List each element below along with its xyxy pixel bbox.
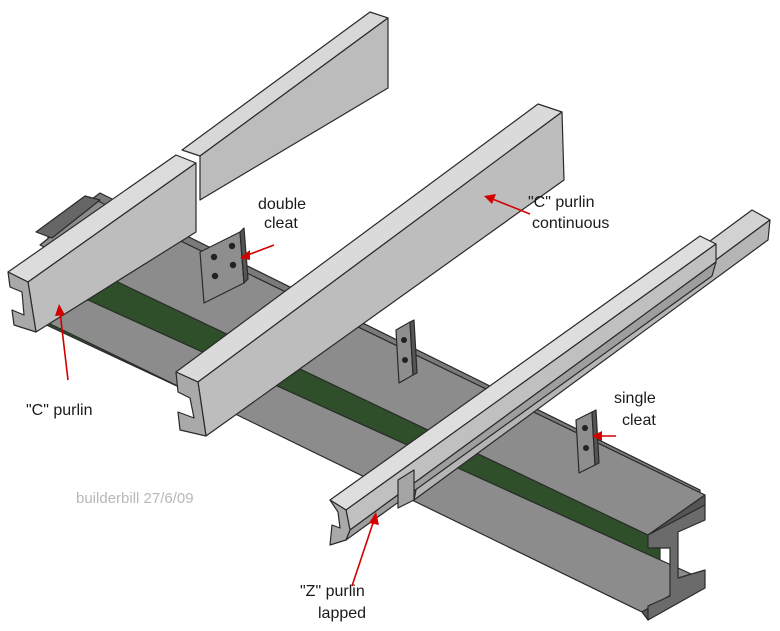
label-c-purlin-continuous-1: "C" purlin [528,194,595,211]
arrow-z-purlin-lapped [351,512,379,587]
double-cleat [199,227,249,304]
label-z-purlin-lapped-1: "Z" purlin [300,583,365,600]
c-purlin-continuous [175,103,565,437]
label-single-cleat-1: single [614,390,656,407]
label-single-cleat-2: cleat [622,412,656,429]
arrow-c-purlin-continuous [484,194,531,215]
label-c-purlin: "C" purlin [26,402,93,419]
label-c-purlin-continuous-2: continuous [532,215,609,232]
single-cleat [575,409,600,474]
label-z-purlin-lapped-2: lapped [318,605,366,622]
label-double-cleat-1: double [258,196,306,213]
c-purlin-left [7,11,389,333]
arrow-double-cleat [240,244,275,260]
watermark: builderbill 27/6/09 [76,490,194,507]
left-plate [35,195,101,239]
label-double-cleat-2: cleat [264,215,298,232]
z-purlin-lapped [329,209,771,546]
arrow-c-purlin [55,304,69,381]
beam-end-section [647,504,706,621]
middle-cleat [395,319,418,384]
arrow-single-cleat [592,431,616,441]
